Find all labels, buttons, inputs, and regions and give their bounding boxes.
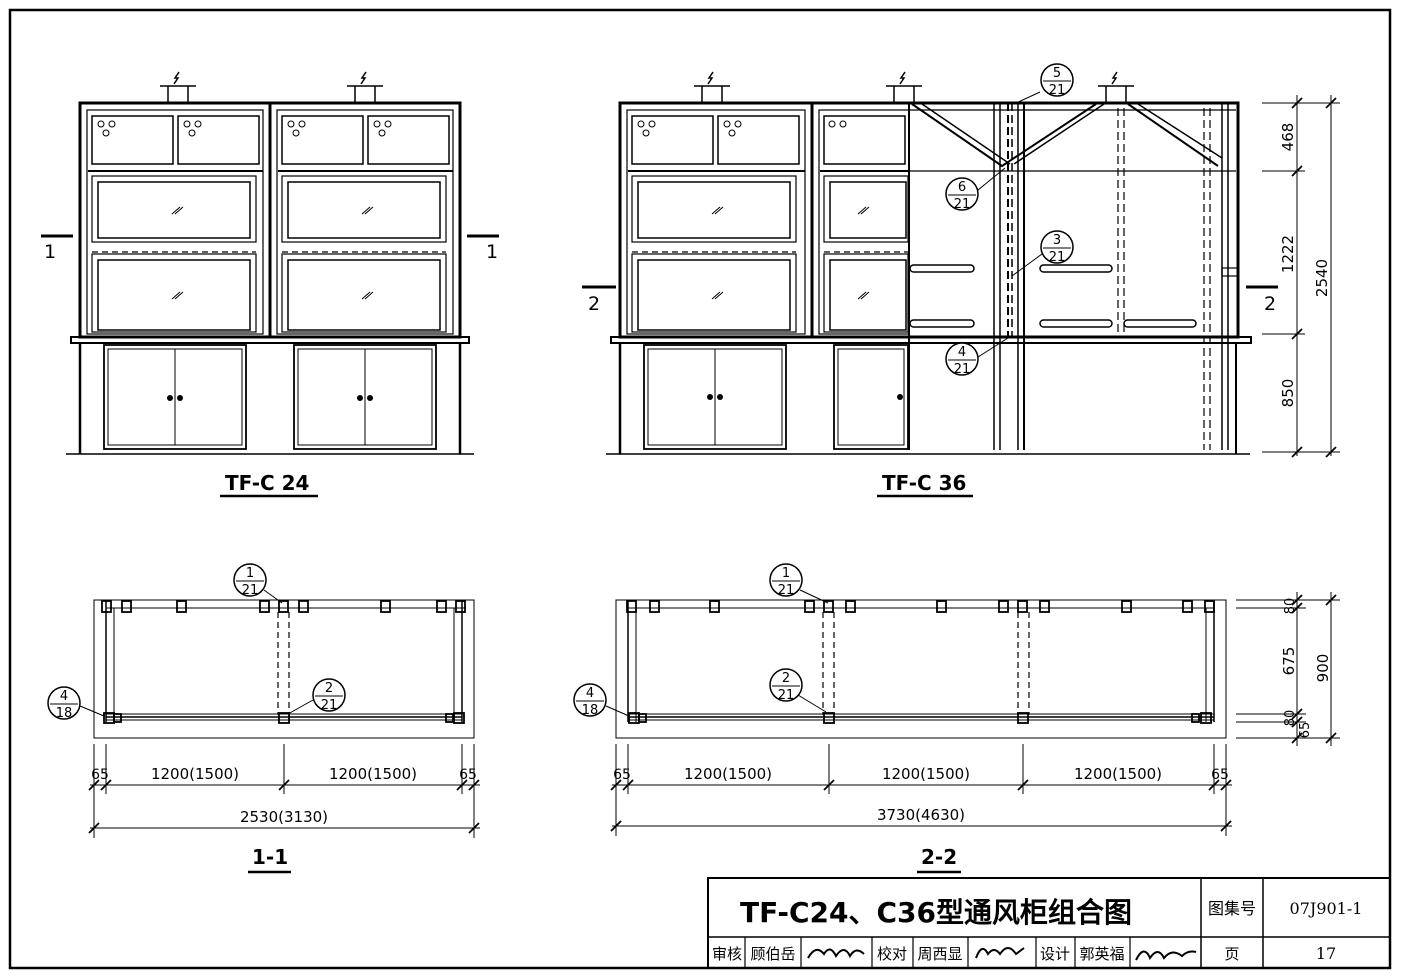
section-marker-2: 2 2: [582, 285, 1278, 315]
drawing-title: TF-C24、C36型通风柜组合图: [740, 896, 1132, 929]
dim-468: 468: [1279, 123, 1297, 152]
callout-6-21: 6 21: [945, 167, 1006, 212]
svg-text:4: 4: [958, 345, 966, 360]
plan-2-2-dimensions: [610, 592, 1340, 836]
callout-4-21: 4 21: [945, 337, 1009, 377]
svg-text:21: 21: [954, 362, 971, 377]
svg-text:21: 21: [954, 197, 971, 212]
svg-text:21: 21: [1049, 250, 1066, 265]
view-title-2-2: 2-2: [921, 845, 957, 869]
svg-text:18: 18: [582, 703, 599, 718]
elevation-tf-c24: [66, 71, 474, 455]
plan-1-1: [93, 599, 475, 739]
dim-2540: 2540: [1313, 259, 1331, 297]
dim-65: 65: [1211, 767, 1229, 783]
svg-text:21: 21: [778, 583, 795, 598]
svg-text:21: 21: [778, 688, 795, 703]
dim-80: 80: [1283, 598, 1298, 615]
dim-675: 675: [1280, 647, 1298, 676]
section-label: 1: [44, 241, 56, 263]
design-name: 郭英福: [1079, 945, 1124, 963]
dim-900: 900: [1314, 654, 1332, 683]
section-label: 2: [1264, 293, 1276, 315]
svg-text:6: 6: [958, 180, 966, 195]
svg-text:1: 1: [246, 566, 254, 581]
dim-1200: 1200(1500): [329, 765, 417, 783]
check-name: 周西显: [917, 945, 962, 963]
dim-1200: 1200(1500): [882, 765, 970, 783]
section-marker-1: 1 1: [41, 234, 499, 263]
svg-text:1: 1: [782, 566, 790, 581]
review-label: 审核: [712, 945, 742, 963]
cabinet-knobs: [167, 395, 373, 401]
view-title-tf-c24: TF-C 24: [225, 471, 309, 495]
callout-3-21: 3 21: [1011, 230, 1074, 277]
plan-1-1-dimensions: [88, 744, 480, 838]
atlas-label: 图集号: [1208, 899, 1256, 918]
title-block: [707, 877, 1391, 969]
callout-plan-1-21-right: 1 21: [769, 563, 829, 604]
dim-1200: 1200(1500): [151, 765, 239, 783]
svg-text:4: 4: [60, 689, 68, 704]
callout-plan-1-21-left: 1 21: [233, 563, 283, 604]
callout-plan-4-18-left: 4 18: [47, 686, 105, 721]
review-name: 顾伯岳: [750, 945, 795, 963]
dim-65: 65: [1298, 722, 1313, 739]
dim-65: 65: [459, 767, 477, 783]
check-label: 校对: [877, 945, 907, 963]
callout-plan-4-18-right: 4 18: [573, 683, 630, 718]
svg-text:18: 18: [56, 706, 73, 721]
dim-65: 65: [613, 767, 631, 783]
sheet-border: [8, 8, 1392, 970]
svg-text:4: 4: [586, 686, 594, 701]
svg-text:21: 21: [321, 698, 338, 713]
duct-stub: [160, 71, 383, 103]
dim-850: 850: [1279, 379, 1297, 408]
svg-text:21: 21: [242, 583, 259, 598]
callout-5-21: 5 21: [1013, 63, 1074, 105]
svg-text:3: 3: [1053, 233, 1061, 248]
dim-80: 80: [1283, 710, 1298, 727]
page-label: 页: [1224, 945, 1239, 963]
view-title-1-1: 1-1: [252, 845, 288, 869]
svg-text:21: 21: [1049, 83, 1066, 98]
dim-2530: 2530(3130): [240, 808, 328, 826]
plan-2-2: [615, 599, 1227, 739]
dim-1200: 1200(1500): [684, 765, 772, 783]
dim-1200: 1200(1500): [1074, 765, 1162, 783]
svg-text:2: 2: [325, 681, 333, 696]
cabinet-knobs: [707, 394, 903, 400]
view-title-tf-c36: TF-C 36: [882, 471, 966, 495]
dim-65: 65: [91, 767, 109, 783]
callout-plan-2-21-left: 2 21: [287, 678, 346, 715]
callout-plan-2-21-right: 2 21: [769, 668, 827, 713]
svg-text:5: 5: [1053, 66, 1061, 81]
section-label: 2: [588, 293, 600, 315]
dim-3730: 3730(4630): [877, 806, 965, 824]
elevation-tf-c36: [606, 71, 1252, 455]
vertical-dimensions: [1262, 95, 1340, 458]
dim-1222: 1222: [1279, 235, 1297, 273]
svg-text:2: 2: [782, 671, 790, 686]
atlas-number: 07J901-1: [1290, 899, 1363, 918]
section-label: 1: [486, 241, 498, 263]
page-number: 17: [1316, 944, 1336, 963]
design-label: 设计: [1040, 945, 1070, 963]
